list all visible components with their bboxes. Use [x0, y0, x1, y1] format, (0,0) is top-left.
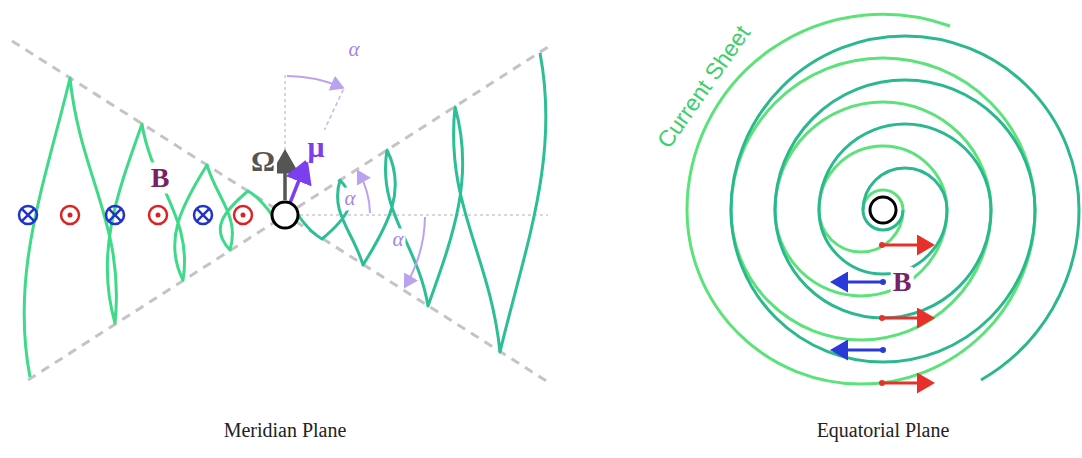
field-label: B [891, 267, 914, 298]
angle-label: α [390, 228, 405, 251]
field-out-of-page [61, 206, 252, 224]
neutron-star [272, 202, 298, 228]
current-sheet-spiral [687, 14, 1035, 384]
current-sheet-wave [298, 53, 546, 352]
field-arrow [836, 242, 929, 386]
sheet-label: Current Sheet [653, 21, 756, 153]
angle-label: α [342, 187, 357, 210]
rotation-label: Ω [249, 144, 277, 177]
moment-label: μ [305, 130, 326, 163]
field-into-page [19, 206, 212, 224]
magnetic-moment-vector [290, 165, 305, 203]
angle-label: α [346, 38, 361, 61]
equator-guide [300, 214, 548, 216]
angle-arc [287, 76, 425, 285]
rotation-vector [283, 156, 287, 200]
current-sheet-wave [24, 78, 272, 377]
cone-boundary [12, 41, 548, 382]
panel-caption: Equatorial Plane [817, 419, 950, 441]
panel-caption: Meridian Plane [224, 419, 347, 441]
neutron-star [870, 197, 896, 223]
current-sheet-spiral [731, 36, 1079, 380]
dipole-axis-guide [300, 88, 344, 182]
field-label: B [149, 163, 172, 194]
